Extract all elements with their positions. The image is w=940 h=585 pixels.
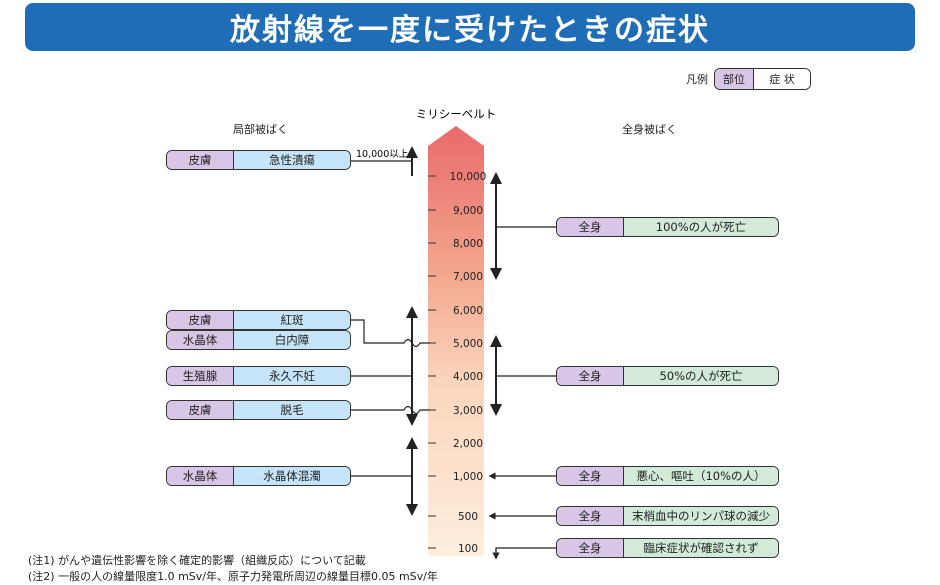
- item-symptom: 悪心、嘔吐（10%の人）: [624, 467, 778, 485]
- item-part: 皮膚: [167, 311, 234, 329]
- item-symptom: 100%の人が死亡: [624, 218, 778, 236]
- top-label: 10,000以上: [356, 149, 409, 160]
- item-part: 全身: [557, 539, 624, 557]
- axis-tick-label: 5,000: [453, 338, 483, 350]
- note-2: (注2) 一般の人の線量限度1.0 mSv/年、原子力発電所周辺の線量目標0.0…: [28, 570, 438, 583]
- left-item-ulcer: 皮膚 急性潰瘍: [166, 150, 351, 170]
- left-item-epilation: 皮膚 脱毛: [166, 400, 351, 420]
- axis-tick-label: 10,000: [450, 171, 487, 183]
- item-part: 皮膚: [167, 151, 234, 169]
- item-symptom: 臨床症状が確認されず: [624, 539, 778, 557]
- item-part: 全身: [557, 507, 624, 525]
- left-item-cataract: 水晶体 白内障: [166, 330, 351, 350]
- page-title: 放射線を一度に受けたときの症状: [230, 13, 710, 48]
- note-1: (注1) がんや遺伝性影響を除く確定的影響（組織反応）について記載: [28, 554, 366, 567]
- item-symptom: 水晶体混濁: [234, 467, 350, 485]
- right-item-death-50: 全身 50%の人が死亡: [556, 366, 779, 386]
- item-symptom: 脱毛: [234, 401, 350, 419]
- item-symptom: 紅斑: [234, 311, 350, 329]
- axis-tick-label: 2,000: [453, 438, 483, 450]
- left-item-erythema: 皮膚 紅斑: [166, 310, 351, 330]
- left-heading: 局部被ばく: [233, 123, 288, 136]
- title-banner: 放射線を一度に受けたときの症状: [25, 3, 915, 51]
- right-item-death-100: 全身 100%の人が死亡: [556, 217, 779, 237]
- legend-part: 部位: [715, 69, 754, 89]
- item-part: 水晶体: [167, 467, 234, 485]
- axis-tick-label: 8,000: [453, 238, 483, 250]
- axis-unit: ミリシーベルト: [416, 107, 497, 121]
- item-part: 全身: [557, 218, 624, 236]
- right-item-lymphocyte: 全身 末梢血中のリンパ球の減少: [556, 506, 779, 526]
- axis-tick-label: 1,000: [453, 471, 483, 483]
- axis-tick-label: 4,000: [453, 371, 483, 383]
- connector-no-symptoms: [495, 547, 556, 552]
- item-symptom: 白内障: [234, 331, 350, 349]
- legend-label: 凡例: [686, 73, 708, 86]
- dose-arrow-bar: [428, 126, 484, 556]
- axis-tick-label: 6,000: [453, 305, 483, 317]
- axis-tick-label: 3,000: [453, 405, 483, 417]
- connector-erythema: [350, 319, 430, 348]
- axis-tick-label: 500: [458, 511, 478, 523]
- axis-ticks: 10,000 9,000 8,000 7,000 6,000 5,000 4,000 3,00…: [428, 171, 486, 555]
- right-item-nausea: 全身 悪心、嘔吐（10%の人）: [556, 466, 779, 486]
- axis-tick-label: 100: [458, 543, 478, 555]
- axis-tick-label: 9,000: [453, 205, 483, 217]
- right-item-no-symptoms: 全身 臨床症状が確認されず: [556, 538, 779, 558]
- item-symptom: 50%の人が死亡: [624, 367, 778, 385]
- legend-symptom: 症 状: [754, 69, 810, 89]
- right-heading: 全身被ばく: [622, 123, 677, 136]
- legend-box: 部位 症 状: [714, 68, 811, 90]
- item-part: 生殖腺: [167, 367, 234, 385]
- item-symptom: 急性潰瘍: [234, 151, 350, 169]
- legend: 凡例 部位 症 状: [686, 68, 811, 90]
- left-item-sterility: 生殖腺 永久不妊: [166, 366, 351, 386]
- item-part: 皮膚: [167, 401, 234, 419]
- left-item-lens-opacity: 水晶体 水晶体混濁: [166, 466, 351, 486]
- connector-epilation: [350, 405, 430, 415]
- axis-tick-label: 7,000: [453, 271, 483, 283]
- item-symptom: 末梢血中のリンパ球の減少: [624, 507, 778, 525]
- item-part: 全身: [557, 467, 624, 485]
- item-part: 全身: [557, 367, 624, 385]
- item-symptom: 永久不妊: [234, 367, 350, 385]
- item-part: 水晶体: [167, 331, 234, 349]
